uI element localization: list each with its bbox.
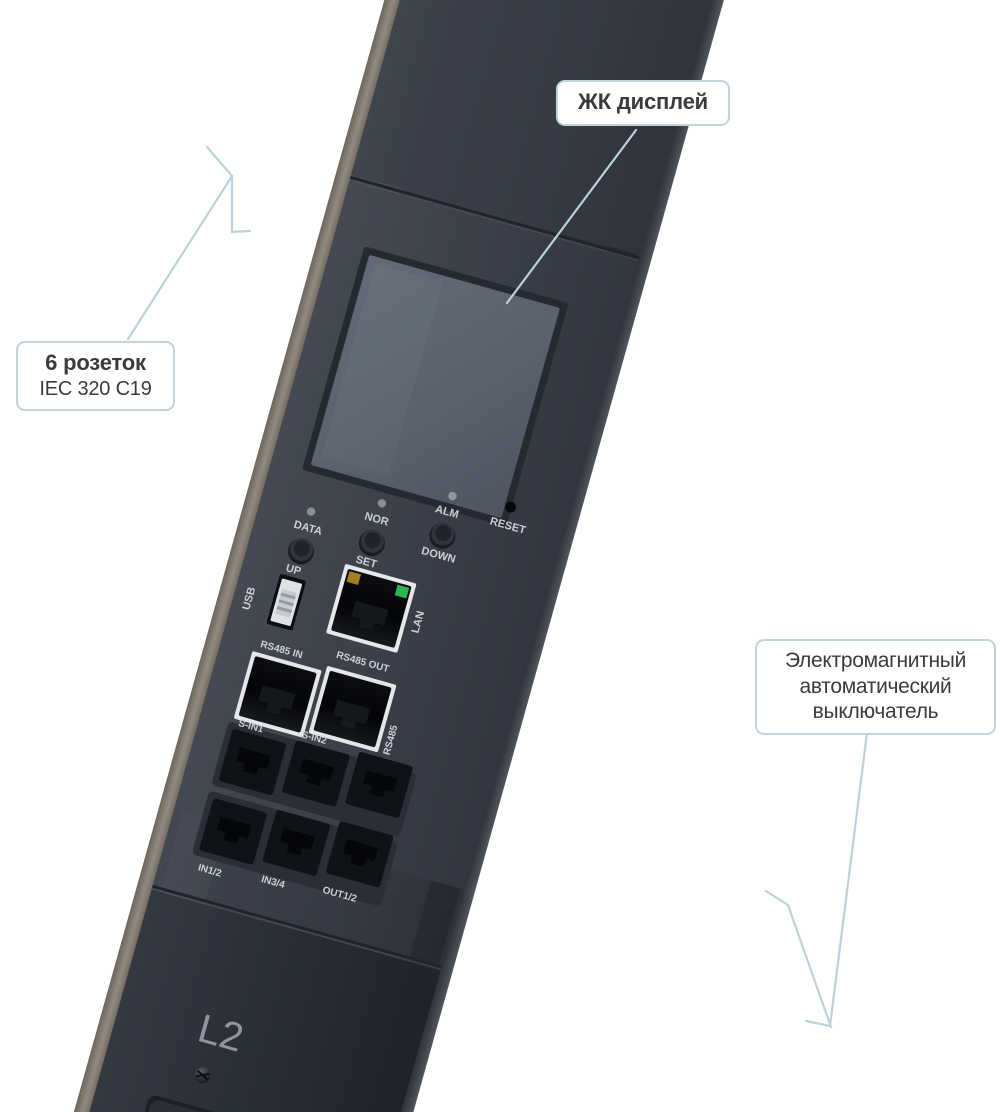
callout-outlets: 6 розеток IEC 320 C19: [16, 341, 175, 412]
callout-outlets-line-2: IEC 320 C19: [39, 377, 152, 400]
svg-text:UP: UP: [284, 562, 302, 578]
callout-breaker-line-2: автоматический: [799, 674, 952, 698]
svg-text:LAN: LAN: [409, 610, 427, 635]
callout-outlets-line-1: 6 розеток: [45, 350, 146, 375]
callout-breaker-line-3: выключатель: [812, 700, 939, 724]
callout-lcd-line-1: ЖК дисплей: [578, 89, 708, 114]
callout-circuit-breaker: Электромагнитный автоматический выключат…: [755, 639, 996, 735]
svg-text:SET: SET: [354, 554, 378, 571]
callout-lcd-display: ЖК дисплей: [556, 80, 730, 126]
callout-breaker-line-1: Электромагнитный: [784, 649, 967, 672]
